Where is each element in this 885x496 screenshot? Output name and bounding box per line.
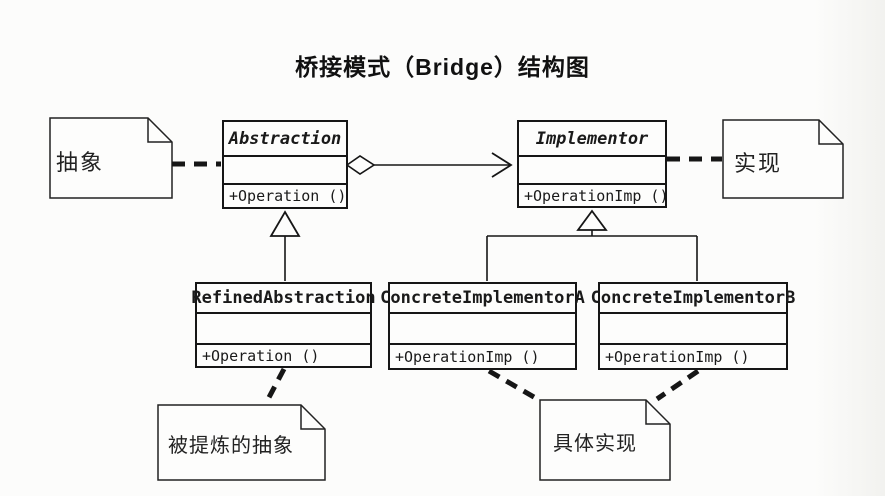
note-shape-implementor: [722, 119, 844, 199]
class-concrete-implementor-a-attributes: [390, 314, 575, 345]
diagram-title: 桥接模式（Bridge）结构图: [295, 54, 590, 80]
class-concrete-implementor-b: ConcreteImplementorB +OperationImp (): [591, 282, 795, 370]
class-abstraction: Abstraction +Operation (): [222, 120, 348, 209]
note-link-concrete-b: [655, 368, 700, 402]
class-refined-abstraction-method: +Operation (): [202, 346, 320, 365]
class-abstraction-name: Abstraction: [224, 122, 346, 157]
hollow-triangle-icon: [576, 209, 608, 231]
class-refined-abstraction-attributes: [197, 314, 370, 345]
class-implementor-method: +OperationImp (): [524, 186, 669, 205]
note-shape-abstraction: [49, 117, 173, 199]
class-refined-abstraction: RefinedAbstraction +Operation (): [191, 282, 376, 368]
note-abstraction-label: 抽象: [56, 150, 105, 175]
class-concrete-implementor-b-attributes: [600, 314, 786, 345]
aggregation-arrow: [345, 152, 513, 178]
note-shape-refined: [157, 404, 326, 481]
class-concrete-implementor-b-name: ConcreteImplementorB: [591, 284, 795, 314]
hollow-triangle-icon: [269, 210, 301, 237]
note-shape-concrete: [539, 399, 671, 481]
note-link-refined: [263, 367, 287, 405]
class-abstraction-method: +Operation (): [229, 187, 347, 205]
class-implementor: Implementor +OperationImp (): [517, 120, 669, 208]
note-concrete-label: 具体实现: [553, 433, 637, 455]
class-implementor-attributes: [519, 157, 665, 185]
class-concrete-implementor-a-method: +OperationImp (): [395, 347, 540, 366]
note-implementor-label: 实现: [734, 151, 783, 176]
class-implementor-name: Implementor: [519, 122, 665, 157]
open-arrowhead-icon: [491, 152, 513, 178]
class-concrete-implementor-a: ConcreteImplementorA +OperationImp (): [380, 282, 585, 370]
class-concrete-implementor-a-name: ConcreteImplementorA: [380, 284, 585, 314]
generalization-implementor: [486, 209, 698, 281]
generalization-abstraction: [269, 210, 301, 281]
note-link-concrete-a: [487, 368, 541, 403]
note-refined-label: 被提炼的抽象: [168, 435, 294, 457]
class-concrete-implementor-b-method: +OperationImp (): [605, 347, 750, 366]
class-abstraction-attributes: [224, 157, 346, 185]
class-refined-abstraction-name: RefinedAbstraction: [191, 284, 376, 314]
aggregation-diamond-icon: [345, 155, 376, 175]
